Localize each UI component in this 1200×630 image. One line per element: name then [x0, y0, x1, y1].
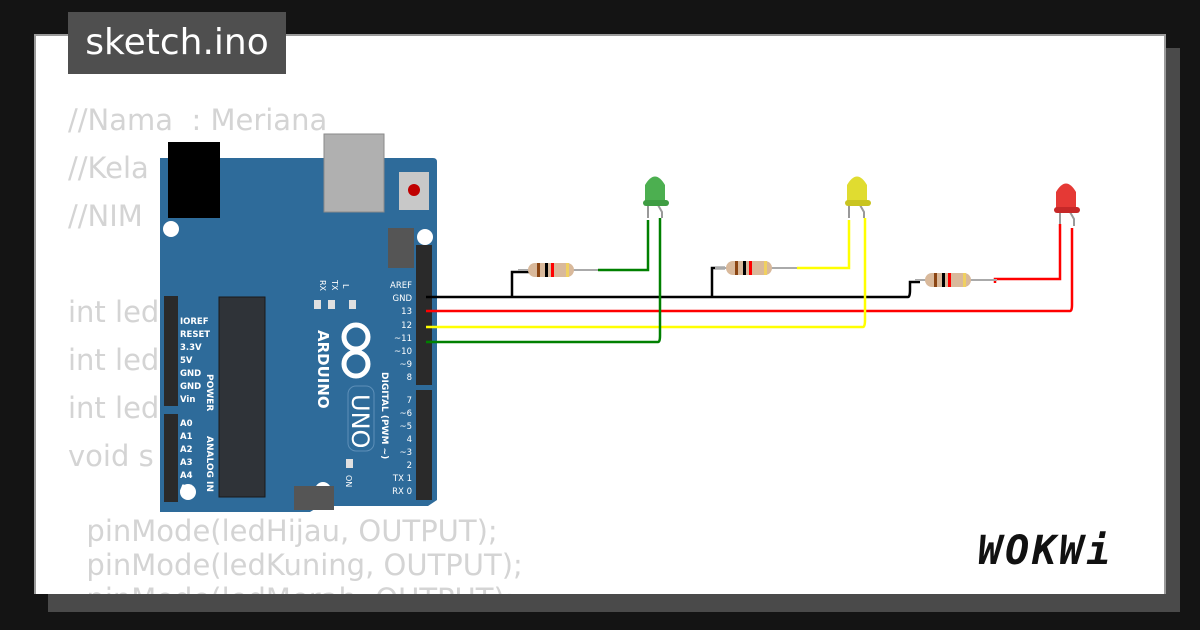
svg-text:TX: TX [330, 279, 339, 291]
svg-text:RESET: RESET [180, 330, 210, 340]
svg-text:A5: A5 [180, 484, 193, 494]
led-yellow[interactable] [845, 176, 871, 219]
code-line: pinMode(ledHijau, OUTPUT); [68, 514, 498, 548]
code-line: pinMode(ledKuning, OUTPUT); [68, 548, 523, 582]
wire-gnd [426, 266, 920, 299]
svg-text:A1: A1 [180, 432, 193, 442]
wire-11 [426, 218, 662, 344]
icsp2-header [294, 486, 334, 510]
digital-pin-labels: AREF GND 13 12 ~11 ~10 ~9 8 7 ~6 ~5 4 ~3… [390, 281, 412, 497]
led-red[interactable] [1054, 183, 1080, 227]
svg-text:13: 13 [401, 307, 412, 317]
svg-text:RX 0: RX 0 [392, 487, 412, 497]
led-green[interactable] [643, 176, 669, 219]
svg-text:A3: A3 [180, 458, 193, 468]
shadow-strip [48, 594, 1180, 612]
svg-text:3.3V: 3.3V [180, 343, 202, 353]
power-jack [168, 142, 220, 218]
svg-text:5V: 5V [180, 356, 193, 366]
svg-text:GND: GND [180, 382, 201, 392]
svg-text:8: 8 [407, 373, 412, 383]
digital-label: DIGITAL (PWM ~) [379, 372, 389, 459]
svg-text:ON: ON [344, 475, 353, 487]
code-line: int led [68, 295, 160, 329]
svg-text:Vin: Vin [180, 395, 195, 405]
usb-port [323, 133, 385, 213]
led-labels: TX RX L ON [318, 279, 353, 487]
analog-header [164, 414, 178, 502]
svg-text:A0: A0 [180, 419, 193, 429]
power-label: POWER [204, 374, 214, 411]
svg-text:~9: ~9 [399, 360, 412, 370]
svg-text:AREF: AREF [390, 281, 412, 291]
mount-hole [417, 229, 433, 245]
uno-badge [347, 385, 375, 452]
mount-hole [180, 484, 196, 500]
svg-text:2: 2 [407, 461, 412, 471]
svg-text:4: 4 [407, 435, 412, 445]
svg-text:~3: ~3 [399, 448, 412, 458]
analog-label: ANALOG IN [204, 436, 214, 492]
code-line: int led [68, 391, 160, 425]
svg-text:TX 1: TX 1 [392, 474, 412, 484]
svg-text:~11: ~11 [394, 334, 412, 344]
wokwi-logo: WOKWi [978, 528, 1114, 574]
file-tab[interactable]: sketch.ino [68, 12, 286, 74]
svg-text:A2: A2 [180, 445, 193, 455]
svg-text:~6: ~6 [399, 409, 412, 419]
svg-text:7: 7 [407, 396, 412, 406]
wire-12 [426, 218, 867, 329]
power-pin-labels: IOREF RESET 3.3V 5V GND GND Vin A0 A1 A2… [180, 317, 210, 494]
svg-text:L: L [341, 284, 350, 289]
resistor[interactable] [518, 263, 598, 277]
resistor[interactable] [915, 273, 997, 287]
resistor[interactable] [715, 261, 797, 275]
svg-text:GND: GND [180, 369, 201, 379]
svg-text:IOREF: IOREF [180, 317, 209, 327]
digital-header-high [416, 245, 432, 385]
mount-hole [163, 221, 179, 237]
brand-label: ARDUINO [314, 330, 332, 409]
model-label: UNO [346, 394, 374, 448]
code-line: void s [68, 439, 154, 473]
svg-text:A4: A4 [180, 471, 193, 481]
code-line: //Nama : Meriana [68, 103, 328, 137]
code-line: int led [68, 343, 160, 377]
code-line: //NIM [68, 199, 143, 233]
code-background: //Nama : Meriana //Kela //NIM int led in… [68, 96, 327, 480]
digital-header-low [416, 390, 432, 500]
icsp-header [388, 228, 414, 268]
svg-text:~5: ~5 [399, 422, 412, 432]
svg-text:12: 12 [401, 321, 412, 331]
power-header [164, 296, 178, 406]
svg-text:GND: GND [393, 294, 413, 304]
arduino-logo-icon [341, 322, 371, 379]
code-line: //Kela [68, 151, 149, 185]
reset-button-cap [408, 184, 420, 196]
svg-text:~10: ~10 [394, 347, 412, 357]
arduino-uno[interactable]: ARDUINO UNO DIGITAL (PWM ~) POWER ANALOG… [160, 133, 437, 512]
svg-text:RX: RX [318, 280, 327, 292]
atmega-chip [218, 296, 266, 498]
